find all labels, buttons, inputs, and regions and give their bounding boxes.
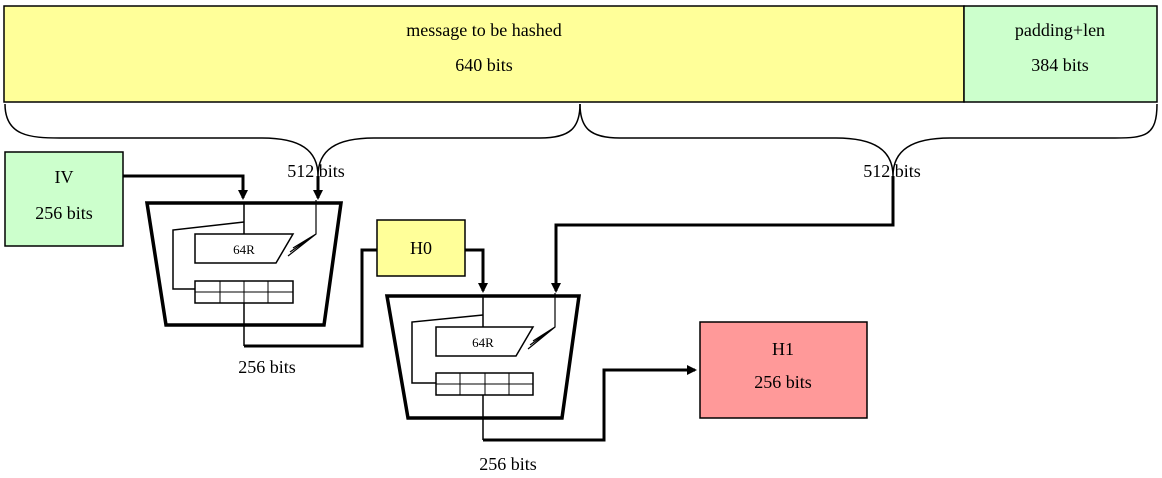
- compressor-1-output-label: 256 bits: [238, 357, 296, 377]
- compressor-1-message-fan: [287, 200, 317, 257]
- arrow-block2-to-compressor-2: [551, 176, 895, 293]
- compressor-2-feedback-loop: [411, 314, 484, 384]
- arrow-iv-to-compressor-1: [123, 174, 248, 200]
- message-block: message to be hashed 640 bits: [3, 5, 965, 103]
- h0-box-rect: [376, 219, 466, 277]
- padding-block-title: padding+len: [1015, 20, 1105, 40]
- compressor-1-rounds-label: 64R: [233, 242, 255, 257]
- h1-box-rect: [699, 321, 868, 419]
- compressor-2-rounds-box: [435, 326, 535, 357]
- iv-box-title: IV: [55, 167, 74, 187]
- h1-box-size: 256 bits: [754, 372, 812, 392]
- compressor-2-rounds-label: 64R: [472, 335, 494, 350]
- compressor-1-rounds-box: [194, 233, 295, 264]
- compressor-1-feedback-loop: [172, 221, 245, 290]
- connector-compressor-1-to-h0: [244, 248, 377, 348]
- h1-box: H1 256 bits: [699, 321, 868, 419]
- brace-first-label: 512 bits: [287, 161, 345, 181]
- padding-block: padding+len 384 bits: [963, 5, 1158, 103]
- iv-box: IV 256 bits: [4, 151, 124, 247]
- h1-box-title: H1: [772, 339, 794, 359]
- arrow-h0-to-compressor-2: [465, 248, 488, 293]
- iv-box-size: 256 bits: [35, 203, 93, 223]
- h0-box: H0: [376, 219, 466, 277]
- compressor-2-message-fan: [527, 293, 556, 350]
- compressor-2: 64R 256 bits: [384, 293, 582, 474]
- message-block-title: message to be hashed: [406, 20, 561, 40]
- iv-box-rect: [4, 151, 124, 247]
- compressor-1: 64R 256 bits: [144, 200, 344, 377]
- compressor-2-output-label: 256 bits: [479, 454, 537, 474]
- message-block-rect: [3, 5, 965, 103]
- padding-block-size: 384 bits: [1031, 55, 1089, 75]
- brace-first-block: [4, 103, 581, 177]
- brace-second-label: 512 bits: [863, 161, 921, 181]
- message-block-size: 640 bits: [455, 55, 513, 75]
- padding-block-rect: [963, 5, 1158, 103]
- arrow-compressor-2-to-h1: [483, 365, 697, 442]
- h0-box-label: H0: [410, 238, 432, 258]
